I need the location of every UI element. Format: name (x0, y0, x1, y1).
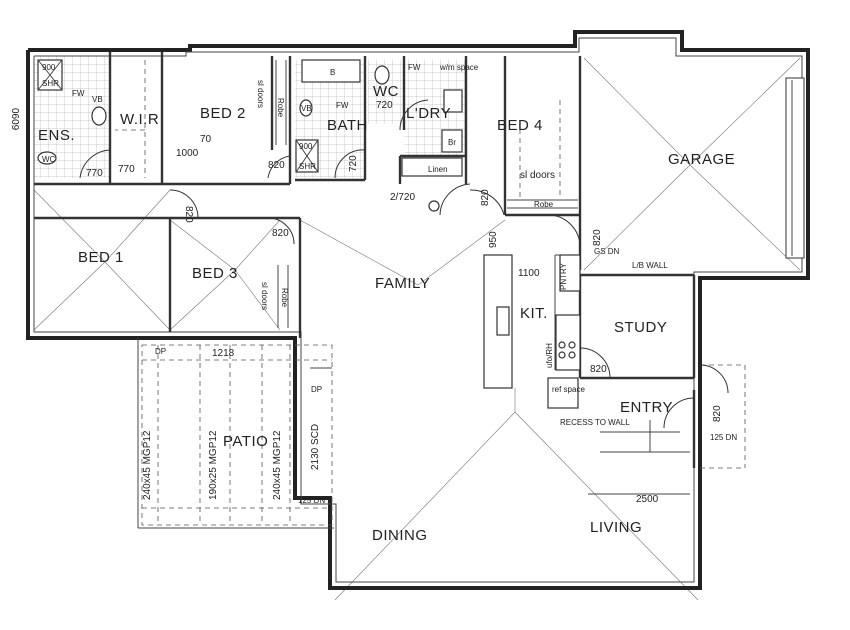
svg-text:0609: 0609 (9, 108, 20, 131)
svg-text:820: 820 (183, 206, 194, 223)
svg-text:FW: FW (336, 101, 349, 110)
toilet (374, 65, 390, 85)
room-family: FAMILY (375, 275, 430, 292)
svg-text:900: 900 (299, 142, 313, 151)
svg-text:PNTRY: PNTRY (559, 262, 568, 290)
room-labels: ENS. W.I.R BED 2 BATH WC L'DRY BED 4 GAR… (38, 83, 735, 544)
room-wc: WC (373, 83, 399, 100)
svg-text:ufo/RH: ufo/RH (545, 343, 554, 368)
svg-text:720: 720 (376, 100, 393, 111)
svg-text:1100: 1100 (518, 268, 540, 279)
svg-text:770: 770 (86, 168, 103, 179)
room-dining: DINING (372, 527, 428, 544)
svg-text:sl doors: sl doors (256, 80, 265, 108)
svg-text:SHR: SHR (42, 79, 59, 88)
svg-text:DP: DP (311, 385, 322, 394)
linen-cupboard (401, 157, 463, 177)
svg-text:720: 720 (348, 155, 359, 172)
sink (496, 306, 510, 336)
svg-text:820: 820 (268, 160, 285, 171)
roof-hatch-lines (33, 57, 801, 601)
room-patio: PATIO (223, 433, 268, 450)
room-kit: KIT. (520, 305, 548, 322)
svg-text:2130 SCD: 2130 SCD (310, 424, 321, 470)
svg-text:Br: Br (448, 138, 456, 147)
svg-text:w/m space: w/m space (439, 63, 479, 72)
external-walls (26, 30, 810, 590)
room-bed4: BED 4 (497, 117, 543, 134)
svg-text:950: 950 (488, 231, 499, 248)
svg-text:FW: FW (72, 89, 85, 98)
svg-text:GS DN: GS DN (594, 247, 620, 256)
patio-area (137, 338, 334, 529)
room-ens: ENS. (38, 127, 75, 144)
svg-text:70: 70 (200, 134, 212, 145)
svg-text:VB: VB (92, 95, 103, 104)
room-garage: GARAGE (668, 151, 735, 168)
hot-water-unit (428, 200, 440, 212)
garage-door (785, 77, 805, 259)
room-living: LIVING (590, 519, 642, 536)
svg-text:820: 820 (480, 189, 491, 206)
svg-text:190x25 MGP12: 190x25 MGP12 (208, 430, 219, 500)
svg-text:125 DN: 125 DN (298, 496, 325, 505)
svg-text:2/720: 2/720 (390, 192, 415, 203)
svg-text:Linen: Linen (428, 165, 448, 174)
svg-text:820: 820 (590, 364, 607, 375)
svg-text:240x45 MGP12: 240x45 MGP12 (142, 430, 153, 500)
svg-text:ref space: ref space (552, 385, 585, 394)
svg-text:Robe: Robe (276, 98, 285, 118)
svg-text:900: 900 (42, 63, 56, 72)
dimension-labels: 770 770 70 1000 820 720 720 2/720 820 82… (86, 100, 723, 505)
svg-text:820: 820 (272, 228, 289, 239)
svg-text:125 DN: 125 DN (710, 433, 737, 442)
door-swings (79, 99, 729, 429)
room-bed3: BED 3 (192, 265, 238, 282)
svg-text:Robe: Robe (534, 200, 554, 209)
room-bed2: BED 2 (200, 105, 246, 122)
svg-text:sl doors: sl doors (520, 170, 555, 181)
svg-text:RECESS TO WALL: RECESS TO WALL (560, 418, 630, 427)
svg-text:820: 820 (712, 405, 723, 422)
svg-text:1000: 1000 (176, 148, 199, 159)
fixtures (37, 59, 463, 212)
svg-text:SHR: SHR (299, 162, 316, 171)
pantry-unit (559, 254, 581, 292)
svg-text:B: B (330, 68, 335, 77)
svg-text:240x45 MGP12: 240x45 MGP12 (272, 430, 283, 500)
svg-text:WC: WC (42, 155, 56, 164)
kitchen-benches (483, 254, 581, 409)
svg-text:1218: 1218 (212, 348, 235, 359)
laundry-tub (441, 129, 463, 153)
room-bed1: BED 1 (78, 249, 124, 266)
svg-text:Robe: Robe (280, 288, 289, 308)
svg-text:sl doors: sl doors (260, 282, 269, 310)
bathtub (301, 59, 361, 83)
room-study: STUDY (614, 319, 667, 336)
room-ldry: L'DRY (406, 105, 451, 122)
svg-text:L/B WALL: L/B WALL (632, 261, 668, 270)
room-bath: BATH (327, 117, 368, 134)
room-entry: ENTRY (620, 399, 673, 416)
note-labels: 900 SHR VB FW WC Robe sl doors 900 SHR V… (9, 63, 737, 505)
svg-text:DP: DP (155, 347, 166, 356)
room-wir: W.I.R (120, 111, 159, 128)
detail-lines (115, 60, 746, 495)
svg-text:2500: 2500 (636, 494, 659, 505)
svg-text:VB: VB (301, 104, 312, 113)
svg-text:770: 770 (118, 164, 135, 175)
svg-text:FW: FW (408, 63, 421, 72)
fridge-space (547, 377, 579, 409)
svg-text:820: 820 (592, 229, 603, 246)
